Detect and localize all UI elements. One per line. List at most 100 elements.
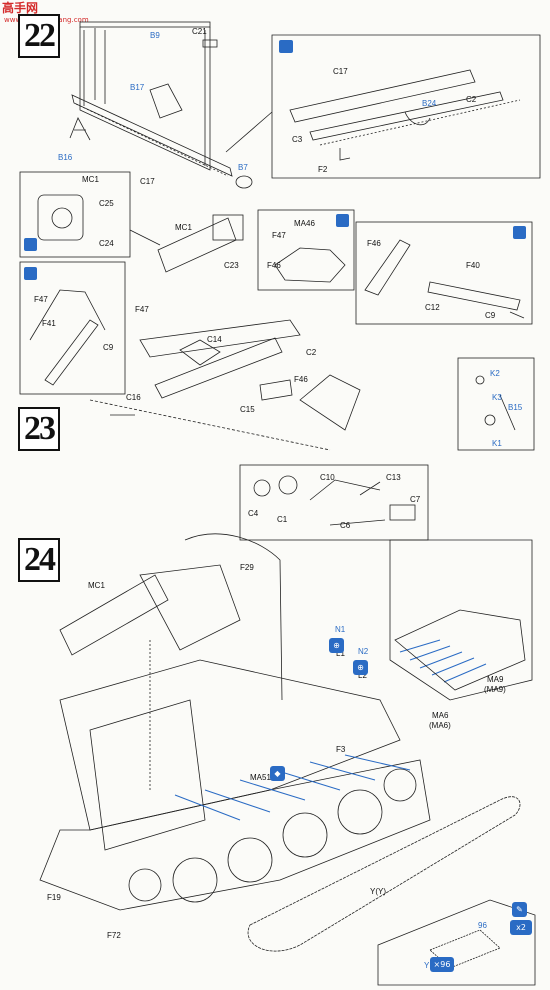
label-f47b: F47 (34, 295, 48, 304)
road-wheel-2 (227, 837, 273, 883)
detail-box-mc1 (19, 171, 131, 258)
label-l1: L1 (336, 649, 345, 658)
step24-group (39, 533, 536, 986)
label-b24: B24 (422, 99, 437, 108)
label-f19: F19 (47, 893, 61, 902)
label-c3: C3 (292, 135, 303, 144)
blue-arrows (174, 639, 487, 821)
glue-icon (513, 226, 526, 239)
quantity-badge: ×96 (430, 957, 454, 972)
label-f40: F40 (466, 261, 480, 270)
n2-marker: ⊕ (353, 660, 368, 675)
label-n2: N2 (358, 647, 369, 656)
watermark-logo: 高手网 (2, 1, 39, 15)
label-n1: N1 (335, 625, 346, 634)
label-b15: B15 (508, 403, 523, 412)
label-ma6: MA6 (432, 711, 449, 720)
part-c10-c6 (309, 479, 386, 526)
part-c13 (359, 481, 381, 496)
label-c17a: C17 (140, 177, 155, 186)
label-b17: B17 (130, 83, 145, 92)
detail-rail-c17 (289, 69, 476, 123)
n1-marker: ⊕ (329, 638, 344, 653)
label-k3: K3 (492, 393, 502, 402)
part-hull-front-plate (89, 699, 206, 851)
label-ma46: MA46 (294, 219, 315, 228)
label-c13: C13 (386, 473, 401, 482)
part-f29-antenna (184, 533, 283, 701)
step-number-23: 23 (18, 407, 60, 451)
label-mc1b: MC1 (175, 223, 192, 232)
label-f72: F72 (107, 931, 121, 940)
step22-group (69, 21, 541, 189)
label-c25: C25 (99, 199, 114, 208)
detail-box-f40 (355, 221, 533, 325)
detail-box-c17 (271, 34, 541, 179)
part-ma46 (274, 247, 346, 283)
detail-rail-c2 (309, 91, 504, 141)
panel-b9-edges (83, 30, 206, 166)
detail-box-ma46 (257, 209, 355, 291)
label-f2: F2 (318, 165, 328, 174)
arrow-lines (94, 28, 106, 104)
step-number-24: 24 (18, 538, 60, 582)
label-ma51: MA51 (250, 773, 271, 782)
drive-sprocket (128, 868, 162, 902)
label-ma9: MA9 (487, 675, 504, 684)
label-c10: C10 (320, 473, 335, 482)
label-c7: C7 (410, 495, 421, 504)
part-b7 (235, 175, 253, 189)
label-mc1c: MC1 (88, 581, 105, 590)
part-k1 (484, 414, 496, 426)
rail-c17 (71, 94, 233, 177)
label-c9a: C9 (485, 311, 496, 320)
part-interior (394, 609, 526, 691)
part-f46 (364, 239, 411, 296)
label-k2: K2 (490, 369, 500, 378)
label-f29: F29 (240, 563, 254, 572)
glue-icon (336, 214, 349, 227)
part-b24 (404, 111, 431, 126)
label-f47a: F47 (272, 231, 286, 240)
guide-line (89, 399, 331, 451)
part-c21 (202, 39, 218, 48)
label-k1: K1 (492, 439, 502, 448)
label-c9b: C9 (103, 343, 114, 352)
rail-c17-detail (75, 103, 229, 177)
detail-box-f41 (19, 261, 126, 395)
detail-box-k (457, 357, 535, 451)
detail-callout (129, 229, 161, 246)
label-c6: C6 (340, 521, 351, 530)
idler-wheel (383, 768, 417, 802)
label-f46a: F46 (267, 261, 281, 270)
part-mc1-gun (59, 574, 169, 656)
part-b16 (69, 117, 91, 141)
label-c2a: C2 (466, 95, 477, 104)
label-yy: Y(Y) (370, 887, 386, 896)
part-c1 (278, 475, 298, 495)
label-c14: C14 (207, 335, 222, 344)
label-f46b: F46 (367, 239, 381, 248)
part-mc1-bore (51, 207, 73, 229)
part-b15 (499, 394, 516, 431)
part-f47-frame (139, 319, 301, 358)
label-c4: C4 (248, 509, 259, 518)
label-f3: F3 (336, 745, 346, 754)
label-y96: Y (424, 961, 430, 970)
label-mc1a: MC1 (82, 175, 99, 184)
quantity-badge: x2 (510, 920, 532, 935)
part-c14 (179, 339, 221, 366)
part-c23 (212, 214, 244, 241)
glue-icon: ◆ (270, 766, 285, 781)
detail-box-interior (389, 539, 533, 701)
detail-box-track-links (377, 899, 536, 986)
road-wheel-3 (282, 812, 328, 858)
panel-b9-top (79, 21, 211, 28)
label-b9: B9 (150, 31, 160, 40)
label-c23: C23 (224, 261, 239, 270)
label-f41: F41 (42, 319, 56, 328)
label-l2: L2 (358, 671, 367, 680)
part-c7 (389, 504, 416, 521)
